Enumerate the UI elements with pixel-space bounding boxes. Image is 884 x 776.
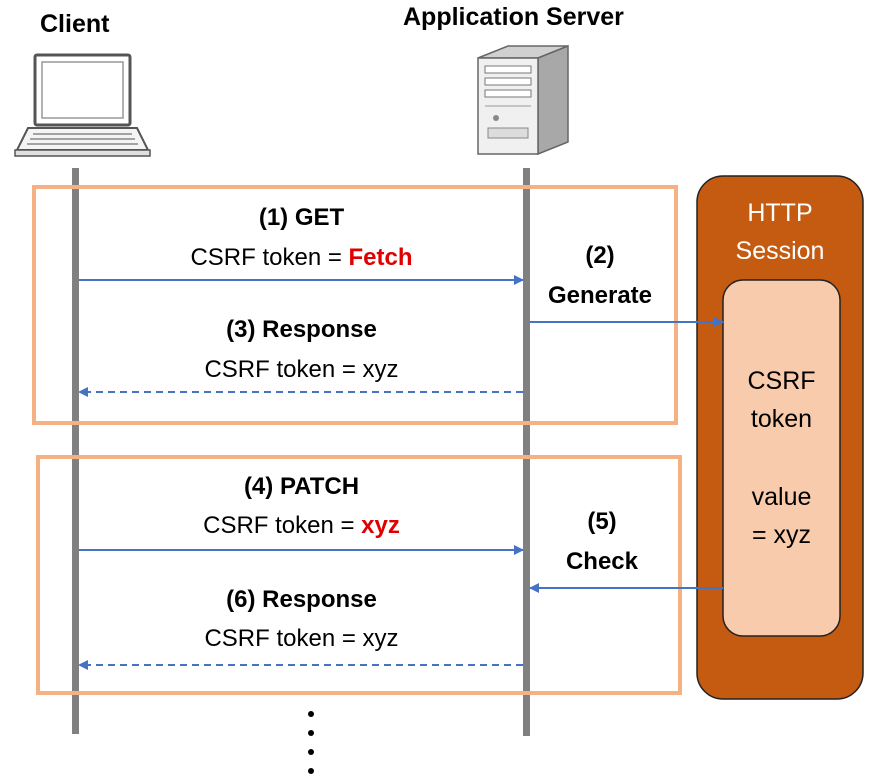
token-label: CSRF token = bbox=[203, 512, 362, 539]
step-get-token: CSRF token = Fetch bbox=[80, 244, 523, 272]
csrf-token-store bbox=[722, 279, 841, 637]
client-lifeline bbox=[72, 168, 79, 734]
patch-frame bbox=[36, 455, 682, 695]
client-label: Client bbox=[40, 10, 110, 38]
fetch-frame bbox=[32, 185, 678, 425]
server-lifeline bbox=[523, 168, 530, 736]
step-check-label: Check bbox=[565, 548, 639, 575]
server-icon bbox=[477, 44, 569, 156]
step-patch-token: CSRF token = xyz bbox=[80, 512, 523, 540]
step-generate-label: Generate bbox=[547, 282, 653, 309]
continuation-dots-icon bbox=[308, 711, 314, 774]
token-label: CSRF token = bbox=[190, 244, 349, 271]
step-response2-title: (6) Response bbox=[226, 586, 377, 613]
session-token-line1: CSRF bbox=[747, 367, 816, 395]
session-title-line1: HTTP bbox=[747, 199, 813, 227]
step-response2-token: CSRF token = xyz bbox=[204, 625, 399, 652]
step-response1-title: (3) Response bbox=[226, 316, 377, 343]
session-value-line2: = xyz bbox=[751, 521, 812, 549]
session-token-line2: token bbox=[750, 405, 813, 433]
laptop-icon bbox=[14, 53, 151, 157]
step-patch-title: (4) PATCH bbox=[243, 473, 360, 500]
step-response1-token: CSRF token = xyz bbox=[204, 356, 399, 383]
step-get-title: (1) GET bbox=[258, 204, 345, 231]
session-value-line1: value bbox=[751, 483, 812, 511]
session-title-line2: Session bbox=[735, 237, 825, 265]
token-value: Fetch bbox=[348, 244, 413, 271]
server-label: Application Server bbox=[403, 3, 624, 31]
step-generate-number: (2) bbox=[585, 242, 615, 269]
token-value: xyz bbox=[361, 512, 400, 539]
step-check-number: (5) bbox=[587, 508, 617, 535]
